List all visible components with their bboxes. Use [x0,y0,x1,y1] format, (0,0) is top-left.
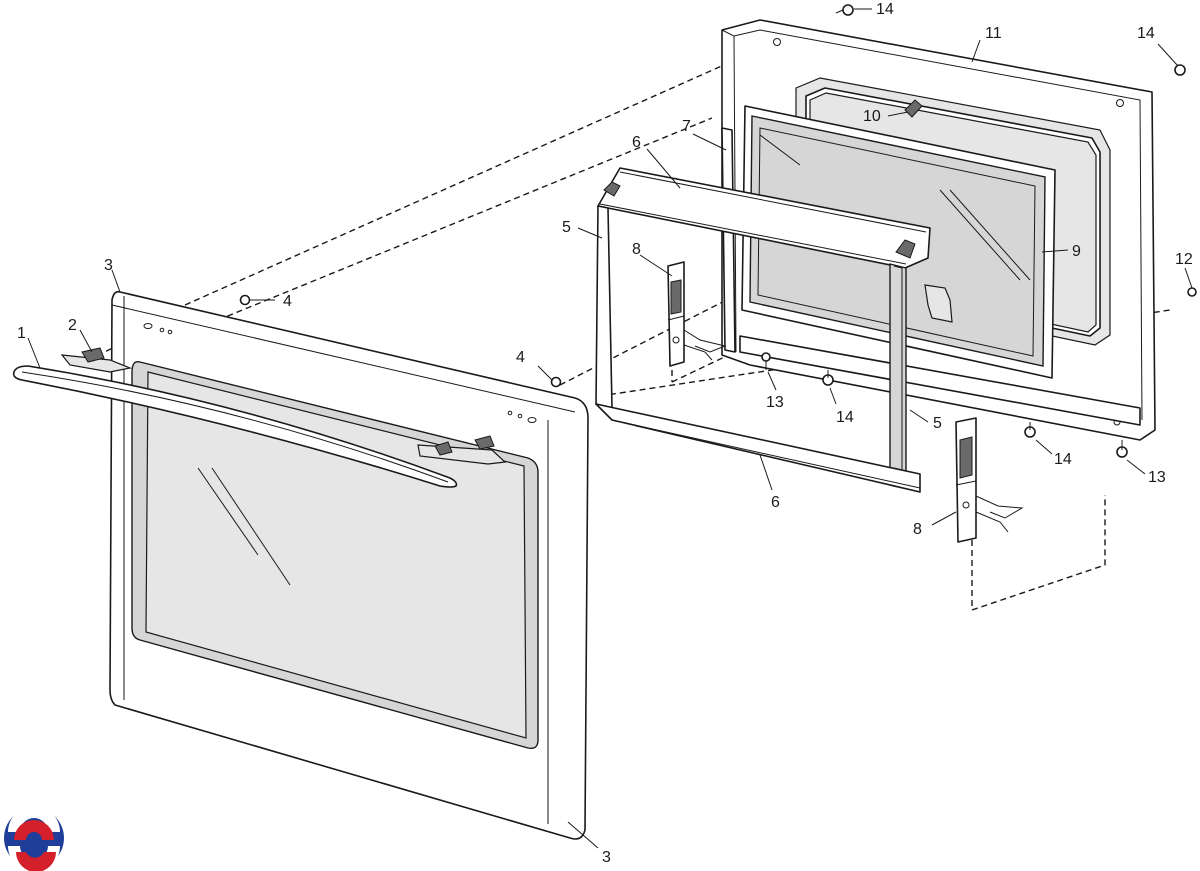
washer-4b [550,376,562,388]
screw-13a [761,352,771,370]
door-handle [12,365,458,488]
callout-6-top: 6 [632,134,641,151]
screw-14-right [1174,64,1186,76]
callout-3-bottom: 3 [602,849,611,866]
callout-10: 10 [863,108,881,125]
callout-13-right: 13 [1148,469,1166,486]
side-strip [721,127,736,353]
screw-14-top [835,4,854,16]
callout-14-right: 14 [1054,451,1072,468]
handle-bracket-right [417,435,507,465]
screw-12 [1187,287,1197,297]
callout-7: 7 [682,118,691,135]
leader-lines [27,8,1193,849]
callout-14-top-right: 14 [1137,25,1155,42]
screw-14b [1024,422,1036,438]
callout-5-left: 5 [562,219,571,236]
screw-14a [822,370,834,386]
hinge-left [667,261,727,367]
callout-11: 11 [985,25,1002,42]
outer-door [109,290,589,840]
screws [239,4,1197,458]
callout-14-top: 14 [876,1,894,18]
callout-2: 2 [68,317,77,334]
screw-13b [1116,440,1128,458]
callout-3-top: 3 [104,257,113,274]
callout-14-center: 14 [836,409,854,426]
callout-8-right: 8 [913,521,922,538]
callout-12: 12 [1175,251,1193,268]
callout-6-bottom: 6 [771,494,780,511]
callout-13-left: 13 [766,394,784,411]
brand-swirl-logo-icon [4,806,64,871]
callout-4-right: 4 [516,349,525,366]
callout-1: 1 [17,325,26,342]
washer-4a [239,294,251,306]
callout-8-left: 8 [632,241,641,258]
handle-bracket-left [60,347,133,373]
door-frame [595,167,931,493]
callout-9: 9 [1072,243,1081,260]
callout-4-left: 4 [283,293,292,310]
hinge-right [955,417,1024,543]
callout-5-right: 5 [933,415,942,432]
callouts: 1 2 3 3 4 4 5 5 6 6 7 8 8 9 10 11 12 13 … [17,1,1193,866]
